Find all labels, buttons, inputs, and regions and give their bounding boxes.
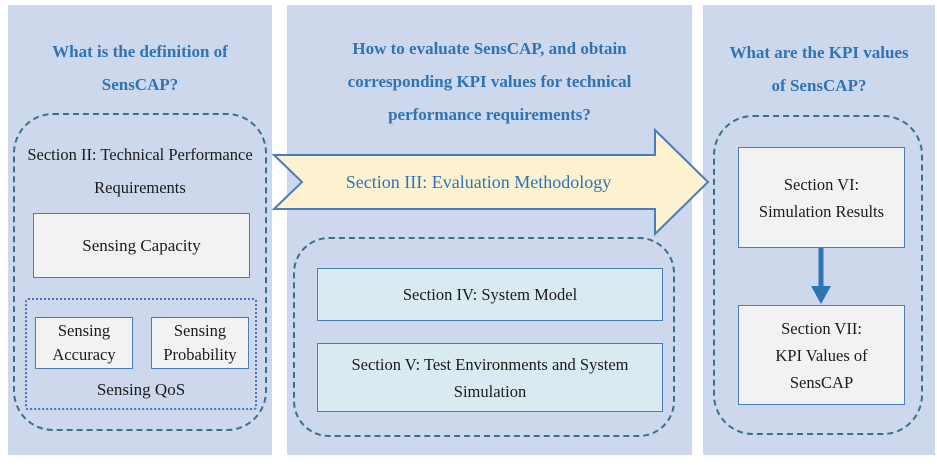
- sensing-probability-line: Probability: [163, 345, 237, 364]
- section3-arrow: [271, 127, 710, 237]
- sensing-probability-line: Sensing: [173, 321, 227, 340]
- sensing-qos-group-border: [25, 298, 257, 410]
- evaluation-group-border: [293, 237, 675, 437]
- section5-line: Simulation: [453, 381, 527, 401]
- section7-line: KPI Values of: [775, 345, 868, 365]
- heading-line: of SensCAP?: [771, 76, 867, 95]
- sensing-capacity-box: Sensing Capacity: [33, 213, 250, 278]
- results-group-border: [713, 115, 923, 435]
- panel-kpi-values: What are the KPI values of SensCAP? Sect…: [703, 5, 935, 455]
- section5-line: Section V: Test Environments and System: [351, 354, 629, 374]
- section2-label-line: Section II: Technical Performance: [27, 145, 253, 164]
- section5-box: Section V: Test Environments and System …: [317, 343, 663, 412]
- panel-definition: What is the definition of SensCAP? Secti…: [8, 5, 272, 455]
- section2-group-border: [13, 113, 267, 431]
- evaluation-heading: How to evaluate SensCAP, and obtain corr…: [287, 32, 692, 131]
- heading-line: corresponding KPI values for technical: [347, 72, 632, 91]
- definition-heading: What is the definition of SensCAP?: [8, 35, 272, 101]
- section4-label: Section IV: System Model: [402, 284, 578, 304]
- section2-label-line: Requirements: [94, 178, 186, 197]
- section7-line: Section VII:: [781, 318, 862, 338]
- sensing-accuracy-box: Sensing Accuracy: [35, 317, 133, 369]
- panel-evaluation: How to evaluate SensCAP, and obtain corr…: [287, 5, 692, 455]
- sensing-capacity-label: Sensing Capacity: [82, 235, 201, 255]
- heading-line: How to evaluate SensCAP, and obtain: [352, 39, 627, 58]
- sensing-probability-box: Sensing Probability: [151, 317, 249, 369]
- section3-label: Section III: Evaluation Methodology: [345, 172, 612, 192]
- heading-line: performance requirements?: [388, 105, 591, 124]
- section6-box: Section VI: Simulation Results: [738, 147, 905, 248]
- heading-line: SensCAP?: [101, 75, 179, 94]
- sensing-accuracy-line: Sensing: [57, 321, 111, 340]
- section6-line: Section VI:: [783, 174, 860, 194]
- section6-line: Simulation Results: [758, 201, 885, 221]
- section3-arrow-shape: [271, 127, 710, 237]
- kpi-heading: What are the KPI values of SensCAP?: [703, 36, 935, 102]
- section2-label: Section II: Technical Performance Requir…: [8, 138, 272, 204]
- heading-line: What are the KPI values: [729, 43, 909, 62]
- sensing-accuracy-line: Accuracy: [52, 345, 116, 364]
- section7-box: Section VII: KPI Values of SensCAP: [738, 305, 905, 405]
- section4-box: Section IV: System Model: [317, 268, 663, 321]
- heading-line: What is the definition of: [52, 42, 228, 61]
- sensing-qos-label: Sensing QoS: [96, 380, 186, 399]
- down-arrow-icon: [811, 248, 831, 304]
- section7-line: SensCAP: [789, 372, 854, 392]
